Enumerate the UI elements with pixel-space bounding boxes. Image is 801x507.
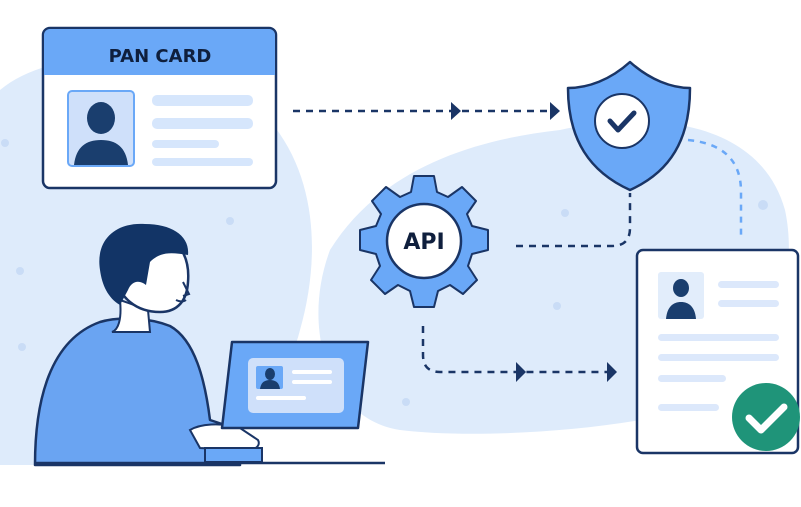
pan-card-title: PAN CARD bbox=[109, 46, 212, 67]
background-dots bbox=[1, 139, 768, 406]
gear-icon: API bbox=[359, 175, 489, 308]
connector-gear-to-document bbox=[421, 326, 617, 382]
person-at-laptop bbox=[33, 223, 260, 467]
pan-card-text-lines bbox=[152, 95, 253, 166]
connector-card-to-shield bbox=[293, 102, 560, 120]
pan-card: PAN CARD bbox=[41, 26, 278, 190]
connector-gear-to-shield bbox=[516, 193, 632, 248]
person-icon bbox=[74, 102, 128, 165]
verified-document bbox=[635, 248, 800, 455]
shield-check-icon bbox=[566, 60, 692, 192]
api-label: API bbox=[403, 230, 444, 255]
laptop-icon bbox=[35, 340, 385, 465]
check-circle-icon bbox=[732, 383, 800, 451]
document-text-lines bbox=[658, 281, 779, 411]
document-person-icon bbox=[666, 279, 696, 319]
